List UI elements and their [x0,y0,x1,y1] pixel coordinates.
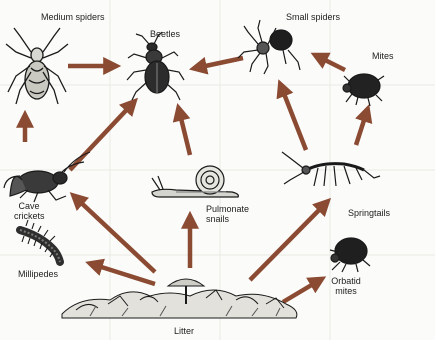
arrow-litter-to-millipedes [92,264,155,284]
arrow-springtails-to-mites [356,111,367,145]
label-springtails: Springtails [348,208,390,218]
arrow-litter-to-orbatid-mites [283,280,320,302]
beetle-icon [127,32,184,100]
label-orbatid-mites-line2: mites [328,286,364,296]
label-beetles: Beetles [150,29,180,39]
small-spider-icon [238,20,300,74]
label-orbatid-mites: Orbatid mites [328,276,364,296]
label-millipedes: Millipedes [18,269,58,279]
arrow-mites-to-small-spiders [317,56,345,70]
millipede-icon [20,220,60,262]
arrow-snails-to-beetles [179,110,190,155]
springtail-icon [282,152,380,186]
label-medium-spiders: Medium spiders [41,12,105,22]
snail-icon [152,166,238,197]
label-cave-crickets: Cave crickets [14,201,44,221]
arrow-springtails-to-small-spiders [281,86,306,150]
label-pulmonate-snails-line1: Pulmonate [206,204,249,214]
medium-spider-icon [6,28,68,104]
label-pulmonate-snails: Pulmonate snails [206,204,249,224]
litter-icon [62,279,297,318]
label-cave-crickets-line1: Cave [14,201,44,211]
label-small-spiders: Small spiders [286,12,340,22]
orbatid-mite-icon [330,238,370,272]
arrow-cave-crickets-to-beetles [70,103,133,170]
label-cave-crickets-line2: crickets [14,211,44,221]
label-litter: Litter [174,326,194,336]
label-orbatid-mites-line1: Orbatid [328,276,364,286]
arrow-litter-to-cave-crickets [75,197,155,272]
cave-cricket-icon [4,152,90,202]
arrow-litter-to-springtails [250,203,326,280]
mite-icon [343,74,384,106]
label-mites: Mites [372,51,394,61]
label-pulmonate-snails-line2: snails [206,214,249,224]
